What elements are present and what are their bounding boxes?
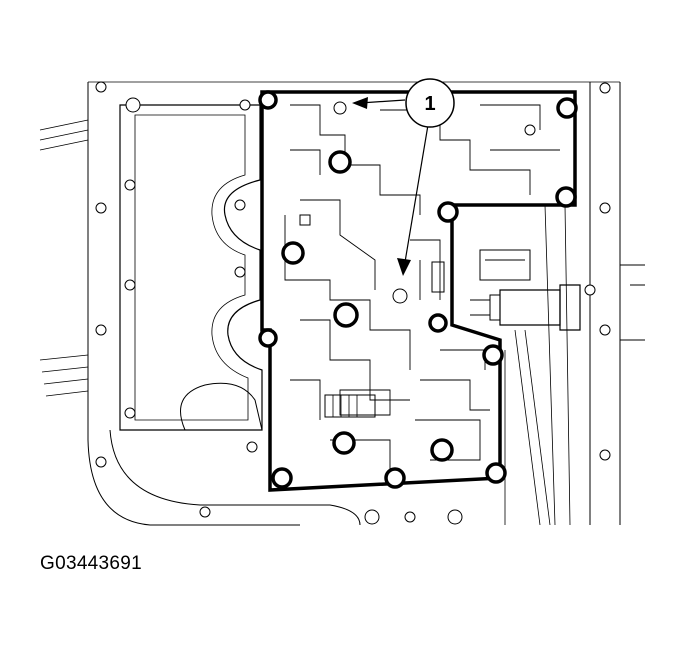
solenoid-cap xyxy=(559,284,581,331)
case-hole xyxy=(584,284,596,296)
case-hole xyxy=(124,179,136,191)
case-hole xyxy=(199,506,211,518)
valve-body-bolt xyxy=(333,302,359,328)
case-hole xyxy=(599,449,611,461)
case-bracket-right xyxy=(620,264,645,341)
case-hole xyxy=(239,99,251,111)
case-hole xyxy=(246,441,258,453)
wire-harness xyxy=(504,329,551,526)
valve-body-bolt xyxy=(437,201,459,223)
case-hole xyxy=(404,511,416,523)
separator-plate-left xyxy=(119,104,263,431)
case-hole xyxy=(95,456,107,468)
case-outline-left xyxy=(87,82,300,526)
case-hole xyxy=(333,101,347,115)
case-hole xyxy=(124,279,136,291)
valve-body-bolt xyxy=(328,150,352,174)
solenoid-stem xyxy=(470,294,500,321)
case-hole xyxy=(599,82,611,94)
case-hole xyxy=(125,97,141,113)
valve-body-diagram: 1 xyxy=(39,78,645,526)
valve-body-bolt xyxy=(430,438,454,462)
valve-spool-rect xyxy=(324,394,376,418)
case-lower-curve xyxy=(109,429,361,526)
valve-body-bolt xyxy=(384,467,406,489)
callout-leader-down xyxy=(404,124,429,263)
case-hole xyxy=(599,324,611,336)
valve-body-bolt xyxy=(555,186,577,208)
case-hole xyxy=(234,199,246,211)
plate-cutout xyxy=(180,382,263,431)
callout-1: 1 xyxy=(405,78,455,128)
figure-code: G03443691 xyxy=(40,553,143,574)
valve-body-bolt xyxy=(485,462,507,484)
arrowhead-down xyxy=(397,258,411,276)
case-hole xyxy=(124,407,136,419)
case-hole xyxy=(447,509,463,525)
solenoid-shaft xyxy=(499,289,561,326)
arrowhead-top xyxy=(352,97,368,109)
small-rect-2 xyxy=(431,261,445,293)
plate-inner-outline xyxy=(134,114,249,421)
valve-body-bolt xyxy=(258,328,278,348)
valve-body-bolt xyxy=(482,344,504,366)
case-hole xyxy=(95,324,107,336)
case-hole xyxy=(95,202,107,214)
callout-circle xyxy=(405,78,455,128)
case-hole xyxy=(524,124,536,136)
valve-spool-lines xyxy=(332,395,358,417)
valve-body-bolt xyxy=(332,431,356,455)
left-hatching xyxy=(39,119,89,397)
valve-body-bolt xyxy=(258,90,278,110)
right-vertical-lines xyxy=(544,204,571,526)
case-hole xyxy=(95,81,107,93)
solenoid-housing xyxy=(479,249,531,281)
valve-body-bolt xyxy=(556,97,578,119)
valve-body-bolt xyxy=(271,467,293,489)
callout-number: 1 xyxy=(424,93,435,115)
case-hole xyxy=(364,509,380,525)
case-hole xyxy=(392,288,408,304)
valve-body-bolt xyxy=(428,313,448,333)
case-hole xyxy=(599,202,611,214)
valve-body-bolt xyxy=(281,241,305,265)
small-square xyxy=(299,214,311,226)
case-hole xyxy=(234,266,246,278)
